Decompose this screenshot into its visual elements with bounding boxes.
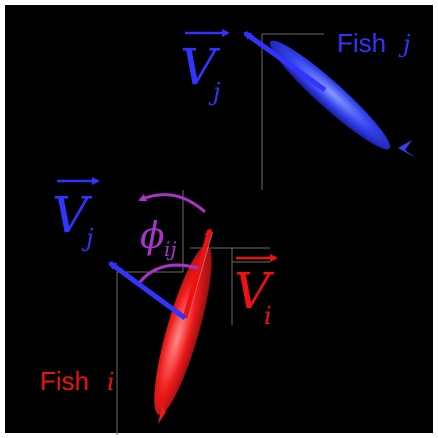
vi-subscript: i bbox=[264, 302, 272, 330]
fish-i-text: Fish bbox=[40, 366, 89, 396]
phi-letter: ϕ bbox=[140, 216, 165, 257]
fish-j-text: Fish bbox=[337, 28, 386, 58]
vi-label: V i bbox=[234, 258, 276, 330]
fish-i-subscript: i bbox=[107, 368, 115, 396]
phi-subscript: ij bbox=[164, 237, 177, 261]
